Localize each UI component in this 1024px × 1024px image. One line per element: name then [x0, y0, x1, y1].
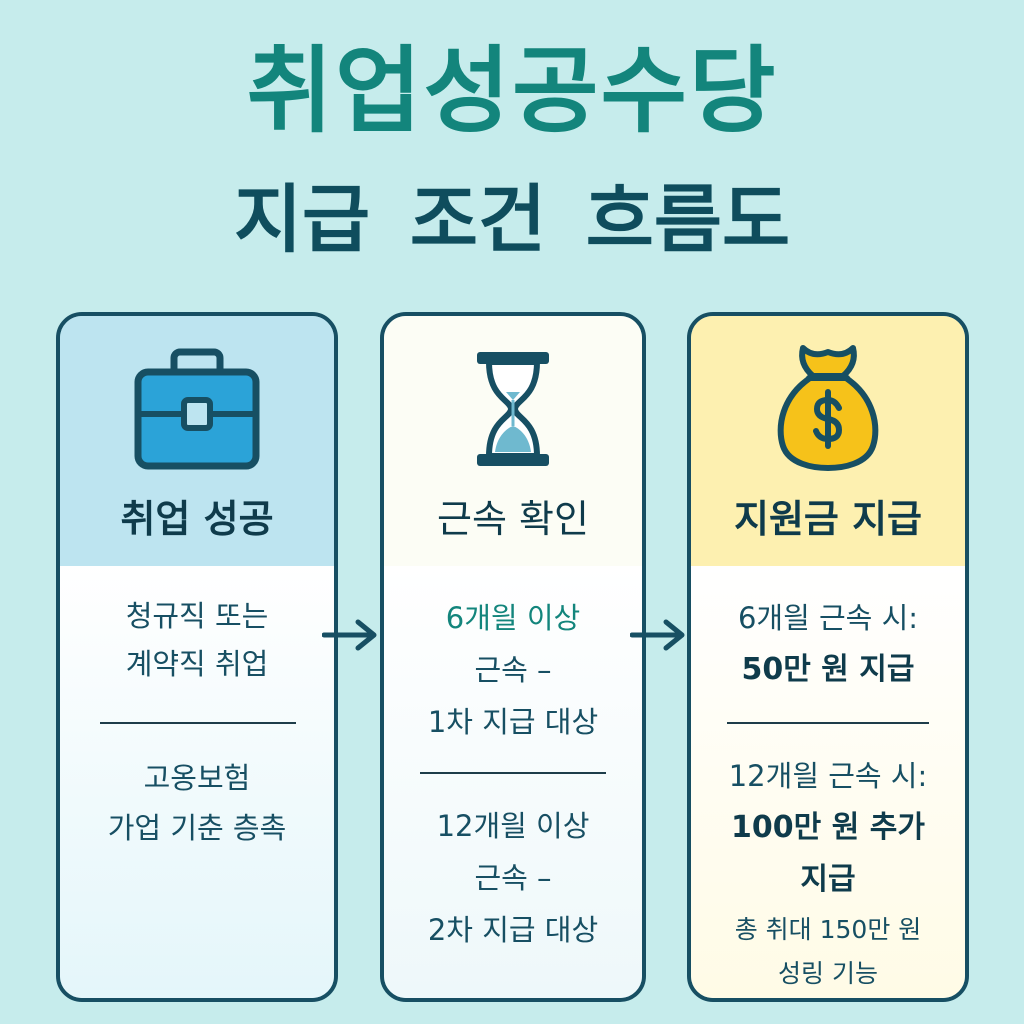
- condition-text-line: 2차 지급 대상: [427, 913, 599, 947]
- condition-text-line: 가업 기춘 층촉: [107, 811, 287, 845]
- condition-text-line: 청규직 또는: [125, 599, 269, 633]
- card-tenure-check: 근속 확인 6개읠 이상 근속 – 1차 지급 대상 12개읠 이상 근속 – …: [380, 312, 646, 1002]
- divider: [100, 722, 296, 724]
- card-body: 청규직 또는 계약직 취업 고옹보험 가업 기춘 층촉: [60, 566, 334, 998]
- arrow-right-icon: [630, 619, 685, 651]
- hourglass-icon: [477, 352, 549, 466]
- card-heading: 근속 확인: [437, 497, 589, 541]
- condition-text-line: 근속 –: [474, 653, 552, 687]
- condition-text-line: 6개읠 이상: [445, 601, 581, 635]
- money-bag-icon: [777, 345, 879, 471]
- condition-text-line: 12개읠 근속 시:: [728, 759, 928, 793]
- condition-text-line: 계약직 취업: [125, 647, 269, 681]
- divider: [727, 722, 929, 724]
- condition-text-line: 1차 지급 대상: [427, 705, 599, 739]
- divider: [420, 772, 606, 774]
- condition-text-line: 50만 원 지급: [741, 652, 915, 687]
- card-employment-success: 취업 성공 청규직 또는 계약직 취업 고옹보험 가업 기춘 층촉: [56, 312, 338, 1002]
- card-header: 지원금 지급: [691, 316, 965, 566]
- condition-text-line: 근속 –: [474, 861, 552, 895]
- card-heading: 취업 성공: [120, 497, 274, 541]
- card-heading: 지원금 지급: [733, 497, 923, 541]
- main-title: 취업성공수당: [246, 37, 778, 146]
- condition-text-line: 12개읠 이상: [436, 809, 590, 843]
- card-body: 6개읠 이상 근속 – 1차 지급 대상 12개읠 이상 근속 – 2차 지급 …: [384, 566, 642, 998]
- card-header: 근속 확인: [384, 316, 642, 566]
- card-body: 6개읠 근속 시: 50만 원 지급 12개읠 근속 시: 100만 원 추가 …: [691, 566, 965, 998]
- card-subsidy-payment: 지원금 지급 6개읠 근속 시: 50만 원 지급 12개읠 근속 시: 100…: [687, 312, 969, 1002]
- condition-text-line: 지급: [800, 862, 856, 897]
- condition-text-line: 100만 원 추가: [731, 810, 925, 845]
- total-note-line: 성링 기능: [778, 959, 878, 988]
- briefcase-icon: [134, 348, 260, 470]
- sub-title: 지급 조건 흐름도: [233, 177, 791, 263]
- card-header: 취업 성공: [60, 316, 334, 566]
- condition-text-line: 고옹보험: [143, 761, 251, 795]
- arrow-right-icon: [322, 619, 377, 651]
- total-note-line: 총 취대 150만 원: [734, 915, 922, 944]
- condition-text-line: 6개읠 근속 시:: [737, 601, 919, 635]
